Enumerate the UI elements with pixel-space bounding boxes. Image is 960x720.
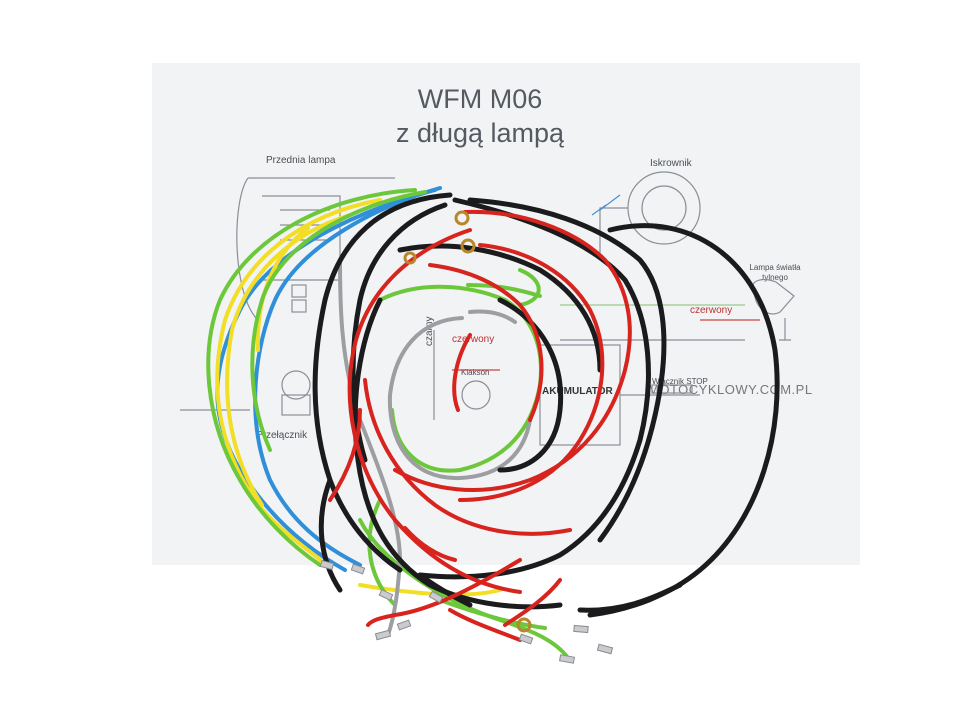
spade-terminals: [319, 559, 614, 664]
label-magneto: Iskrownik: [650, 158, 692, 169]
diagram-title: WFM M06: [417, 84, 543, 114]
gray-wires: [338, 258, 532, 637]
blue-wires: [215, 186, 442, 572]
diagram-subtitle: z długą lampą: [395, 118, 565, 148]
label-rear-lamp: Lampa światła tylnego: [749, 263, 801, 282]
ring-terminals: [403, 210, 532, 633]
label-front-lamp: Przednia lampa: [266, 155, 336, 166]
label-battery: AKUMULATOR: [542, 386, 613, 397]
label-horn: Klakson: [461, 368, 490, 377]
label-switch: Przełącznik: [256, 430, 308, 441]
label-brake-switch: Włącznik STOP: [652, 377, 708, 386]
label-red-center: czerwony: [452, 334, 495, 345]
label-red-right: czerwony: [690, 305, 733, 316]
red-wires: [328, 209, 632, 642]
